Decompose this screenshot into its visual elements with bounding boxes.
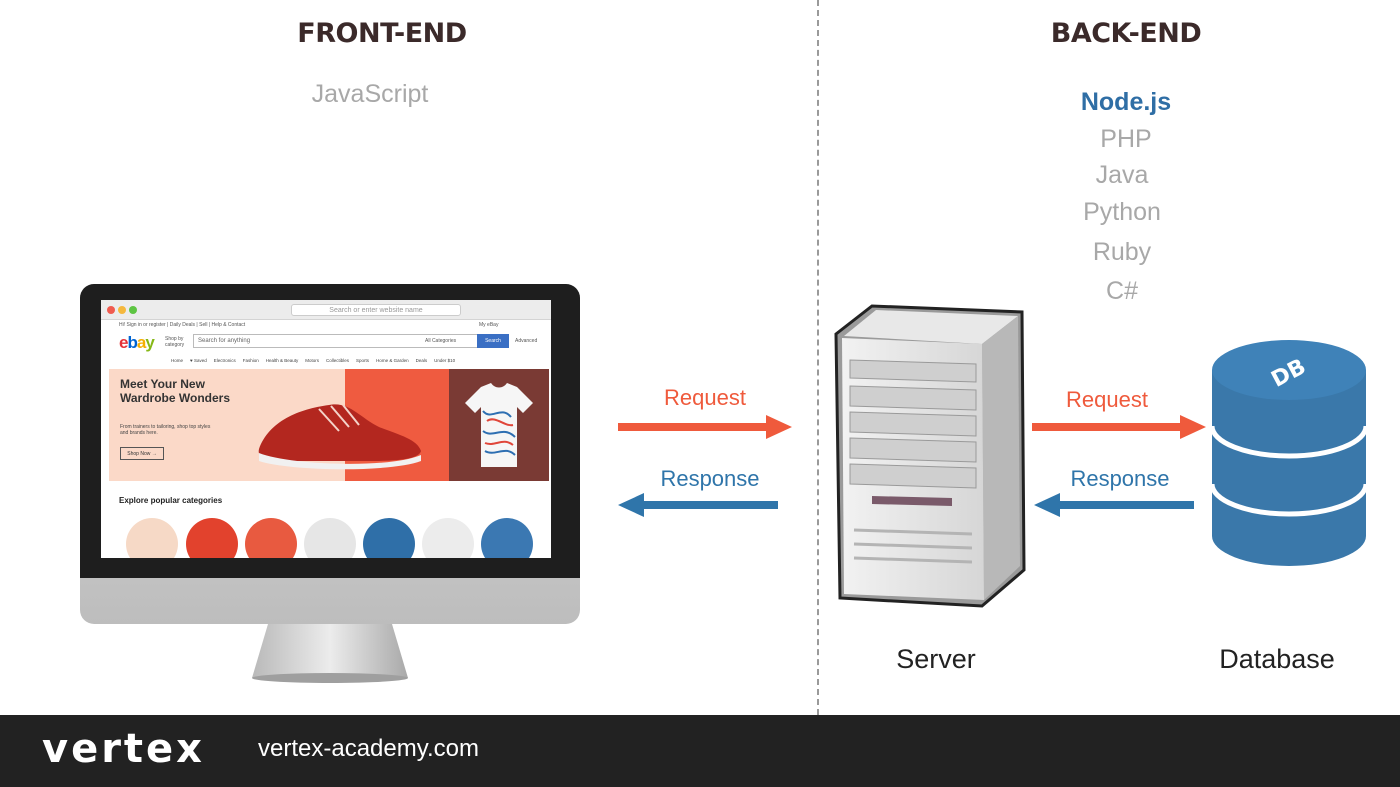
- ebay-logo: ebay: [119, 333, 155, 352]
- banner-headline: Meet Your New Wardrobe Wonders: [120, 377, 231, 405]
- response-arrow-icon: [618, 493, 778, 517]
- my-ebay-link: My eBay: [479, 322, 499, 328]
- database-caption: Database: [1219, 644, 1335, 674]
- back-end-language-csharp: C#: [1106, 277, 1138, 305]
- front-end-title: FRONT-END: [297, 18, 467, 49]
- front-end-language-javascript: JavaScript: [311, 80, 429, 108]
- section-divider: [817, 0, 819, 715]
- server-tower-icon: [834, 304, 1026, 608]
- category-thumb: [363, 518, 415, 558]
- promo-banner: Meet Your New Wardrobe Wonders From trai…: [109, 369, 549, 481]
- explore-categories-heading: Explore popular categories: [119, 496, 223, 505]
- category-thumb: [422, 518, 474, 558]
- category-thumb: [304, 518, 356, 558]
- request-arrow-icon: [1032, 415, 1206, 439]
- website-url: vertex-academy.com: [258, 735, 479, 762]
- category-thumb: [186, 518, 238, 558]
- minimize-dot-icon: [118, 306, 126, 314]
- shop-by-category: Shop by category: [165, 336, 185, 348]
- close-dot-icon: [107, 306, 115, 314]
- sneaker-icon: [258, 404, 421, 470]
- db-response-label: Response: [1070, 466, 1170, 491]
- client-request-label: Request: [664, 385, 746, 410]
- response-arrow-icon: [1034, 493, 1194, 517]
- shop-now-button: Shop Now →: [120, 447, 164, 460]
- category-thumb: [245, 518, 297, 558]
- back-end-title: BACK-END: [1050, 18, 1202, 49]
- tshirt-icon: [465, 383, 533, 467]
- address-bar: Search or enter website name: [291, 304, 461, 316]
- back-end-language-java: Java: [1095, 161, 1149, 189]
- browser-toolbar: Search or enter website name: [101, 300, 551, 320]
- back-end-language-php: PHP: [1100, 125, 1152, 153]
- advanced-link: Advanced: [515, 338, 538, 344]
- all-categories-select: All Categories: [425, 338, 457, 344]
- request-arrow-icon: [618, 415, 792, 439]
- category-thumb: [481, 518, 533, 558]
- ebay-search-button: Search: [477, 334, 509, 348]
- db-request-label: Request: [1066, 387, 1148, 412]
- ebay-homepage-screen: Search or enter website name Hi! Sign in…: [101, 300, 551, 558]
- client-response-label: Response: [660, 466, 760, 491]
- back-end-language-ruby: Ruby: [1092, 238, 1152, 266]
- back-end-language-python: Python: [1083, 198, 1161, 226]
- category-thumb: [126, 518, 178, 558]
- server-caption: Server: [896, 644, 976, 674]
- maximize-dot-icon: [129, 306, 137, 314]
- database-cylinder-icon: DB: [1209, 340, 1369, 566]
- back-end-language-nodejs: Node.js: [1080, 88, 1172, 116]
- footer-bar: [0, 715, 1400, 787]
- top-links: Hi! Sign in or register | Daily Deals | …: [119, 322, 246, 328]
- vertex-logo: vertex: [42, 726, 205, 772]
- banner-subtext: From trainers to tailoring, shop top sty…: [120, 424, 211, 436]
